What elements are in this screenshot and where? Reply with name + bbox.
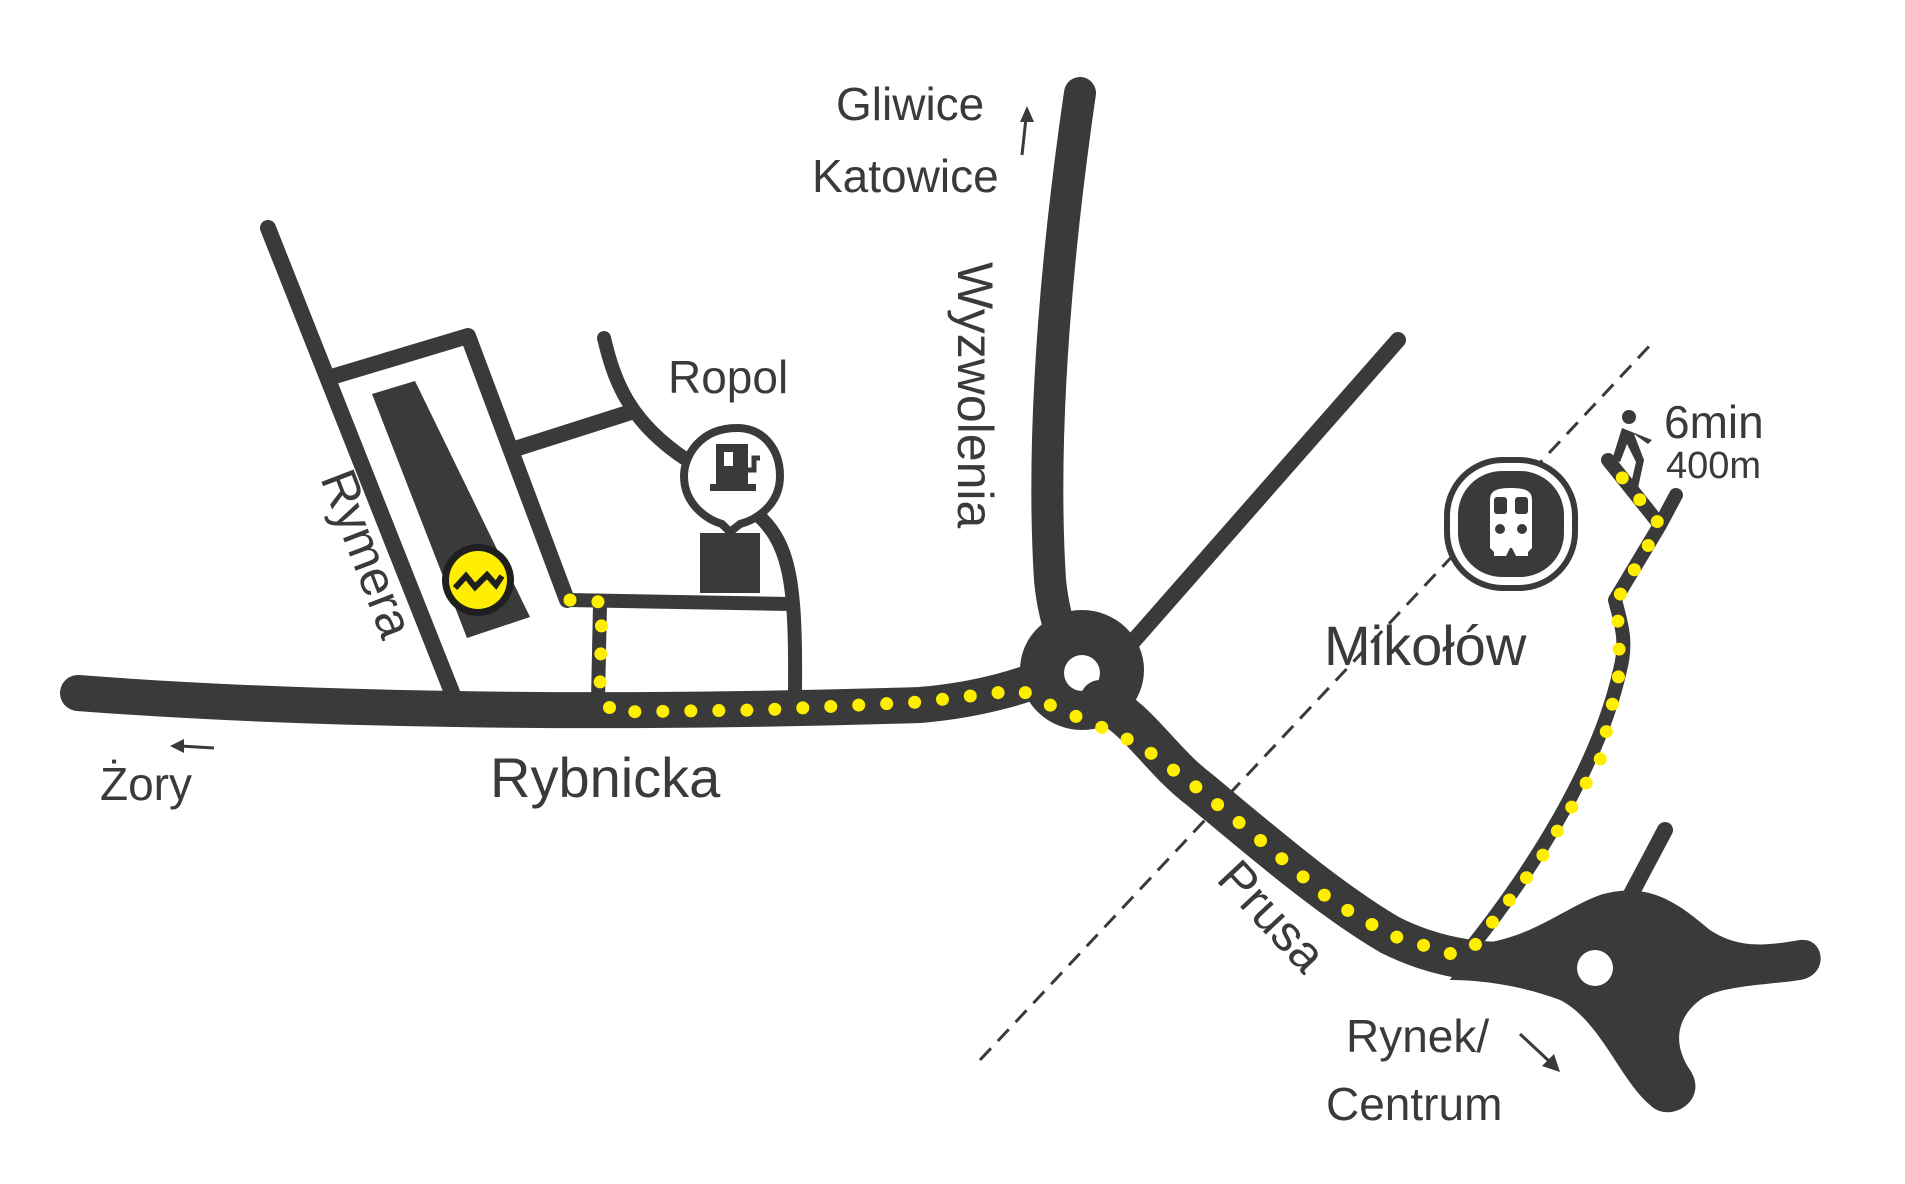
building-block	[320, 328, 575, 608]
road-wyzwolenia	[1031, 77, 1106, 688]
route-dot	[1232, 816, 1246, 830]
route-dot	[880, 697, 894, 711]
route-dot	[1612, 642, 1626, 656]
road-east-branch	[1612, 822, 1673, 923]
label-wyzwolenia: Wyzwolenia	[947, 262, 1003, 529]
label-centrum: Centrum	[1326, 1078, 1502, 1130]
walking-route	[563, 471, 1664, 961]
route-dot	[1443, 947, 1457, 961]
roundabout-west-island	[1064, 655, 1100, 691]
route-dot	[1390, 930, 1404, 944]
route-dot	[1605, 697, 1619, 711]
route-dot	[852, 698, 866, 712]
route-dot	[963, 689, 977, 703]
route-dot	[1341, 903, 1355, 917]
label-rymera: Rymera	[310, 462, 425, 646]
road-service-top	[597, 331, 691, 465]
route-dot	[740, 703, 754, 717]
route-dot	[1166, 763, 1180, 777]
road-northeast	[1122, 332, 1406, 653]
route-dot	[991, 686, 1005, 700]
arrow-zory-icon	[170, 739, 215, 753]
roundabout-east-island	[1577, 950, 1613, 986]
label-rybnicka: Rybnicka	[490, 746, 721, 809]
route-dot	[908, 695, 922, 709]
label-zory: Żory	[100, 758, 192, 810]
route-dot	[684, 704, 698, 718]
company-logo-icon	[442, 544, 514, 616]
route-dot	[594, 619, 608, 633]
route-dot	[1611, 614, 1625, 628]
route-dot	[603, 700, 617, 714]
route-dot	[1069, 709, 1083, 723]
route-dot	[1519, 871, 1533, 885]
label-walk-time: 6min	[1664, 396, 1764, 448]
route-dot	[1627, 563, 1641, 577]
route-dot	[768, 702, 782, 716]
route-dot	[1565, 800, 1579, 814]
train-station-icon	[1444, 457, 1578, 591]
pedestrian-icon	[1612, 410, 1652, 488]
ropol-building	[700, 533, 760, 593]
route-dot	[1613, 587, 1627, 601]
label-rynek: Rynek/	[1346, 1010, 1489, 1062]
route-dot	[1189, 780, 1203, 794]
arrow-gliwice-icon	[1020, 106, 1034, 156]
route-dot	[591, 595, 605, 609]
route-dot	[1254, 833, 1268, 847]
route-dot	[1579, 776, 1593, 790]
route-dot	[1502, 893, 1516, 907]
route-dot	[1211, 798, 1225, 812]
route-dot	[1650, 515, 1664, 529]
road-service-right	[745, 503, 803, 697]
route-dot	[1593, 752, 1607, 766]
route-dot	[1536, 848, 1550, 862]
route-dot	[1043, 698, 1057, 712]
fuel-station-icon	[679, 423, 785, 538]
label-katowice: Katowice	[812, 150, 999, 202]
route-dot	[1120, 732, 1134, 746]
route-dot	[628, 705, 642, 719]
route-dot	[563, 593, 577, 607]
roundabout-east	[1450, 890, 1821, 1113]
railway-line	[978, 338, 1657, 1062]
route-dot	[1468, 937, 1482, 951]
road-access	[510, 405, 636, 456]
route-dot	[1550, 824, 1564, 838]
route-dot	[824, 699, 838, 713]
route-dot	[796, 701, 810, 715]
route-dot	[1296, 870, 1310, 884]
route-dot	[594, 647, 608, 661]
arrow-rynek-icon	[1518, 1032, 1560, 1072]
label-gliwice: Gliwice	[836, 78, 984, 130]
label-mikolow: Mikołów	[1324, 614, 1527, 677]
route-dot	[1095, 720, 1109, 734]
route-dot	[935, 692, 949, 706]
route-dot	[1144, 746, 1158, 760]
route-dot	[1417, 938, 1431, 952]
route-dot	[1485, 915, 1499, 929]
route-dot	[712, 704, 726, 718]
route-dot	[1615, 471, 1629, 485]
label-ropol: Ropol	[668, 351, 788, 403]
road-rymera	[260, 220, 463, 708]
label-walk-distance: 400m	[1666, 445, 1761, 487]
route-dot	[1275, 852, 1289, 866]
route-dot	[1317, 888, 1331, 902]
route-dot	[656, 704, 670, 718]
route-dot	[1611, 670, 1625, 684]
route-dot	[1365, 917, 1379, 931]
route-dot	[1599, 725, 1613, 739]
route-dot	[1641, 538, 1655, 552]
route-dot	[1018, 686, 1032, 700]
route-dot	[1633, 493, 1647, 507]
route-dot	[593, 675, 607, 689]
